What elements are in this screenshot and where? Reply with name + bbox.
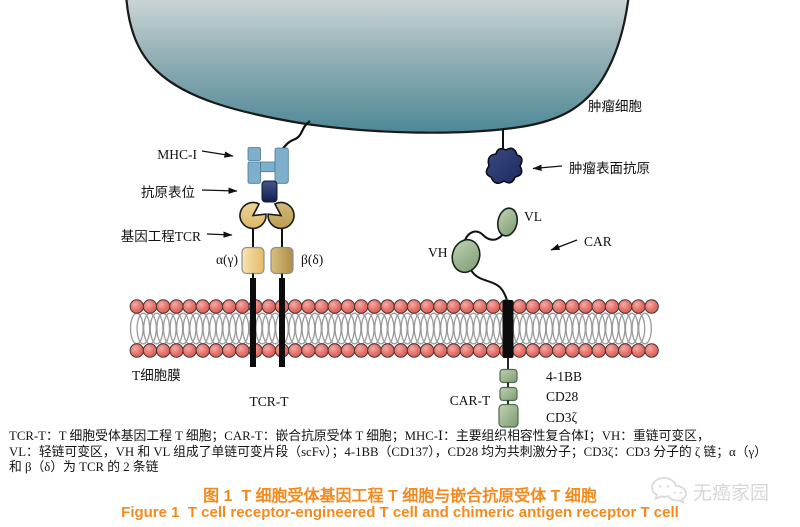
watermark: 无癌家园 <box>650 476 769 506</box>
beta-chain-label: β(δ) <box>301 252 323 267</box>
engineered-tcr-arrow <box>206 231 233 238</box>
tumor-surface-antigen-shape <box>485 147 523 185</box>
scfv-linker-curve <box>464 230 504 241</box>
vl-label: VL <box>524 209 542 224</box>
car-vh-domain <box>451 238 481 274</box>
tcr-t-label: TCR-T <box>250 394 290 409</box>
figure-title-zh: 图 1 T 细胞受体基因工程 T 细胞与嵌合抗原受体 T 细胞 <box>203 488 597 505</box>
car-t-label: CAR-T <box>450 393 491 408</box>
tcr-car-diagram: 肿瘤细胞 <box>121 0 659 428</box>
tcr-cdomain-beta <box>270 246 294 275</box>
mhc-structure <box>247 147 289 184</box>
cd28-label: CD28 <box>546 389 579 404</box>
tumor-cell-shape <box>125 0 630 134</box>
car-41bb-domain <box>499 368 518 384</box>
tumor-antigen-arrow <box>532 164 563 171</box>
epitope-label: 抗原表位 <box>141 185 195 200</box>
cd3zeta-label: CD3ζ <box>546 410 578 425</box>
t-cell-membrane-label: T细胞膜 <box>132 368 181 383</box>
car-cd3z-domain <box>498 403 519 428</box>
alpha-chain-label: α(γ) <box>216 252 238 267</box>
car-label: CAR <box>584 234 612 249</box>
epitope-arrow <box>201 187 238 194</box>
figure-title-en: Figure 1 T cell receptor-engineered T ce… <box>121 504 679 521</box>
tumor-antigen-label: 肿瘤表面抗原 <box>569 160 650 176</box>
antigen-epitope-shape <box>261 180 278 203</box>
caption-line-3: 和 β（δ）为 TCR 的 2 条链 <box>9 460 159 475</box>
mhc-tether-line <box>282 120 311 149</box>
caption-line-2: VL：轻链可变区，VH 和 VL 组成了单链可变片段（scFv）；4-1BB（C… <box>9 444 767 459</box>
tumor-cell-label: 肿瘤细胞 <box>588 98 642 114</box>
tcr-vdomain-alpha <box>239 201 267 230</box>
figure-caption: TCR-T：T 细胞受体基因工程 T 细胞；CAR-T：嵌合抗原受体 T 细胞；… <box>9 429 797 476</box>
engineered-tcr-label: 基因工程TCR <box>121 228 201 244</box>
tcr-tm-alpha <box>250 278 256 367</box>
vh-label: VH <box>428 245 448 260</box>
car-vl-domain <box>496 207 519 237</box>
tcr-vdomain-beta <box>267 201 295 230</box>
car-stalk-curve <box>470 269 508 303</box>
membrane-lipid-tails <box>129 312 652 345</box>
41bb-label: 4-1BB <box>546 369 582 384</box>
mhc-arrow <box>201 150 234 158</box>
car-arrow <box>550 239 578 251</box>
car-tm-domain <box>502 300 514 358</box>
tcr-cdomain-alpha <box>241 246 265 275</box>
watermark-text: 无癌家园 <box>693 482 770 504</box>
car-cd28-domain <box>499 386 518 402</box>
tcr-tm-beta <box>279 278 285 367</box>
caption-line-1: TCR-T：T 细胞受体基因工程 T 细胞；CAR-T：嵌合抗原受体 T 细胞；… <box>9 429 710 443</box>
wechat-icon <box>651 477 687 505</box>
mhc-label: MHC-I <box>157 147 197 162</box>
